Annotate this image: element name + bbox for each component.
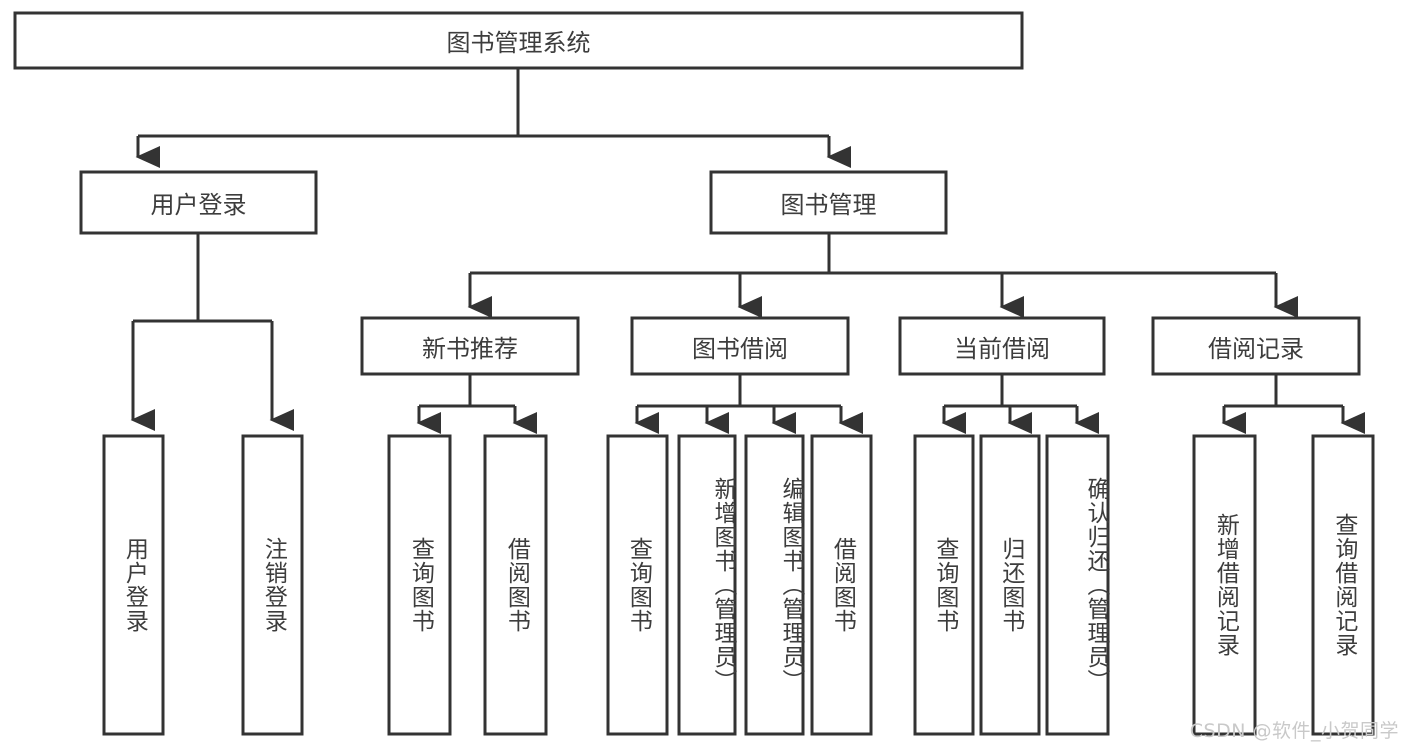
node-borrow-record-box[interactable]: [1151, 316, 1361, 376]
node-leaf-user-login-box[interactable]: [102, 434, 165, 736]
node-leaf-query-book-1-box[interactable]: [387, 434, 452, 736]
node-root-box[interactable]: [13, 11, 1024, 70]
node-book-borrow-box[interactable]: [630, 316, 850, 376]
node-user-login-box[interactable]: [79, 170, 318, 235]
node-leaf-add-record-box[interactable]: [1192, 434, 1257, 736]
node-book-management-box[interactable]: [709, 170, 948, 235]
node-leaf-query-book-3-box[interactable]: [913, 434, 975, 736]
node-leaf-borrow-book-1-box[interactable]: [483, 434, 548, 736]
node-leaf-borrow-book-2-box[interactable]: [810, 434, 873, 736]
node-leaf-query-book-2-box[interactable]: [606, 434, 669, 736]
node-current-borrow-box[interactable]: [898, 316, 1106, 376]
node-leaf-return-book-box[interactable]: [979, 434, 1041, 736]
node-leaf-add-book-box[interactable]: [677, 434, 737, 736]
node-leaf-logout-login-box[interactable]: [241, 434, 304, 736]
node-new-book-recommend-box[interactable]: [360, 316, 580, 376]
node-leaf-confirm-return-box[interactable]: [1045, 434, 1110, 736]
node-leaf-query-record-box[interactable]: [1311, 434, 1375, 736]
node-leaf-edit-book-box[interactable]: [744, 434, 805, 736]
watermark-text: CSDN @软件_小贺同学: [1189, 720, 1399, 742]
